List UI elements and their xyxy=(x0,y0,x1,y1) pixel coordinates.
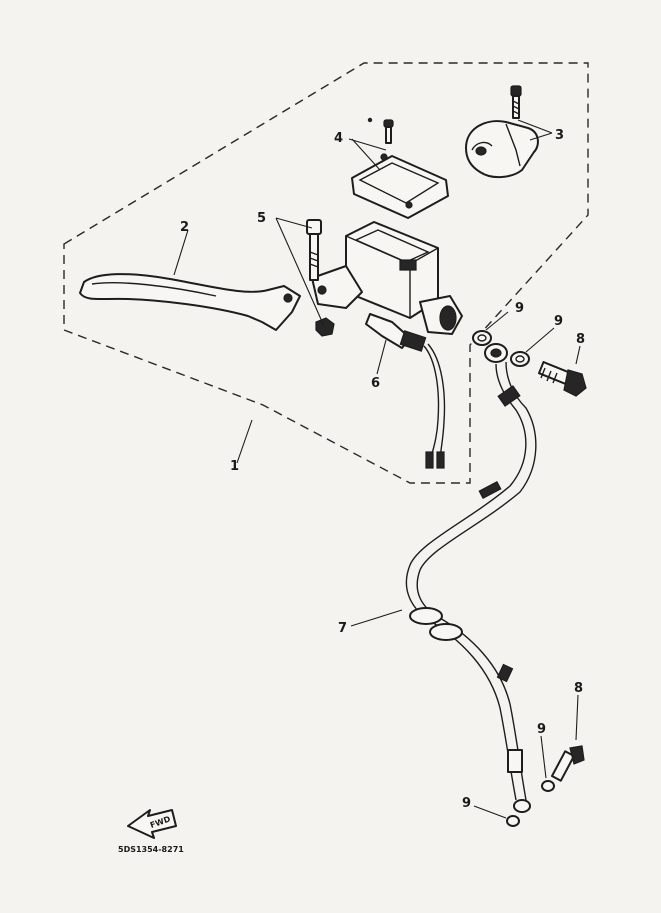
copper-washer-lower-a xyxy=(541,780,555,792)
master-cylinder-body xyxy=(311,221,463,335)
reservoir-cap xyxy=(351,153,449,219)
callout-8-upper: 8 xyxy=(576,332,585,347)
brake-light-switch xyxy=(365,313,446,469)
callout-3: 3 xyxy=(555,128,564,143)
callout-9-lower-a: 9 xyxy=(537,722,546,737)
callout-2: 2 xyxy=(180,220,189,235)
leader-lines xyxy=(173,119,581,819)
brake-hose xyxy=(405,361,537,813)
master-cylinder-assembly-boundary xyxy=(63,62,589,484)
cap-washer-dot xyxy=(367,117,373,123)
lever-pivot-bolt xyxy=(306,219,322,281)
callout-1: 1 xyxy=(230,459,239,474)
hose-banjo-upper xyxy=(484,343,508,363)
union-bolt-upper xyxy=(537,361,587,397)
holder-screw xyxy=(510,85,522,119)
callout-5: 5 xyxy=(257,211,266,226)
copper-washer-lower-b xyxy=(506,815,520,827)
lever-pivot-nut xyxy=(315,317,335,337)
callout-9-lower-b: 9 xyxy=(462,796,471,811)
forward-arrow-icon: FWD xyxy=(127,809,177,839)
callout-8-lower: 8 xyxy=(574,681,583,696)
callout-7: 7 xyxy=(338,621,347,636)
union-bolt-lower xyxy=(551,745,585,782)
drawing-code: 5DS1354-8271 xyxy=(118,845,184,854)
callout-4: 4 xyxy=(334,131,343,146)
copper-washer-upper-a xyxy=(472,330,492,346)
brake-lever xyxy=(79,273,301,331)
callout-9-upper-b: 9 xyxy=(554,314,563,329)
master-cylinder-holder xyxy=(465,120,539,178)
callout-9-upper-a: 9 xyxy=(515,301,524,316)
copper-washer-upper-b xyxy=(510,351,530,367)
cap-screw xyxy=(383,119,394,144)
callout-6: 6 xyxy=(371,376,380,391)
